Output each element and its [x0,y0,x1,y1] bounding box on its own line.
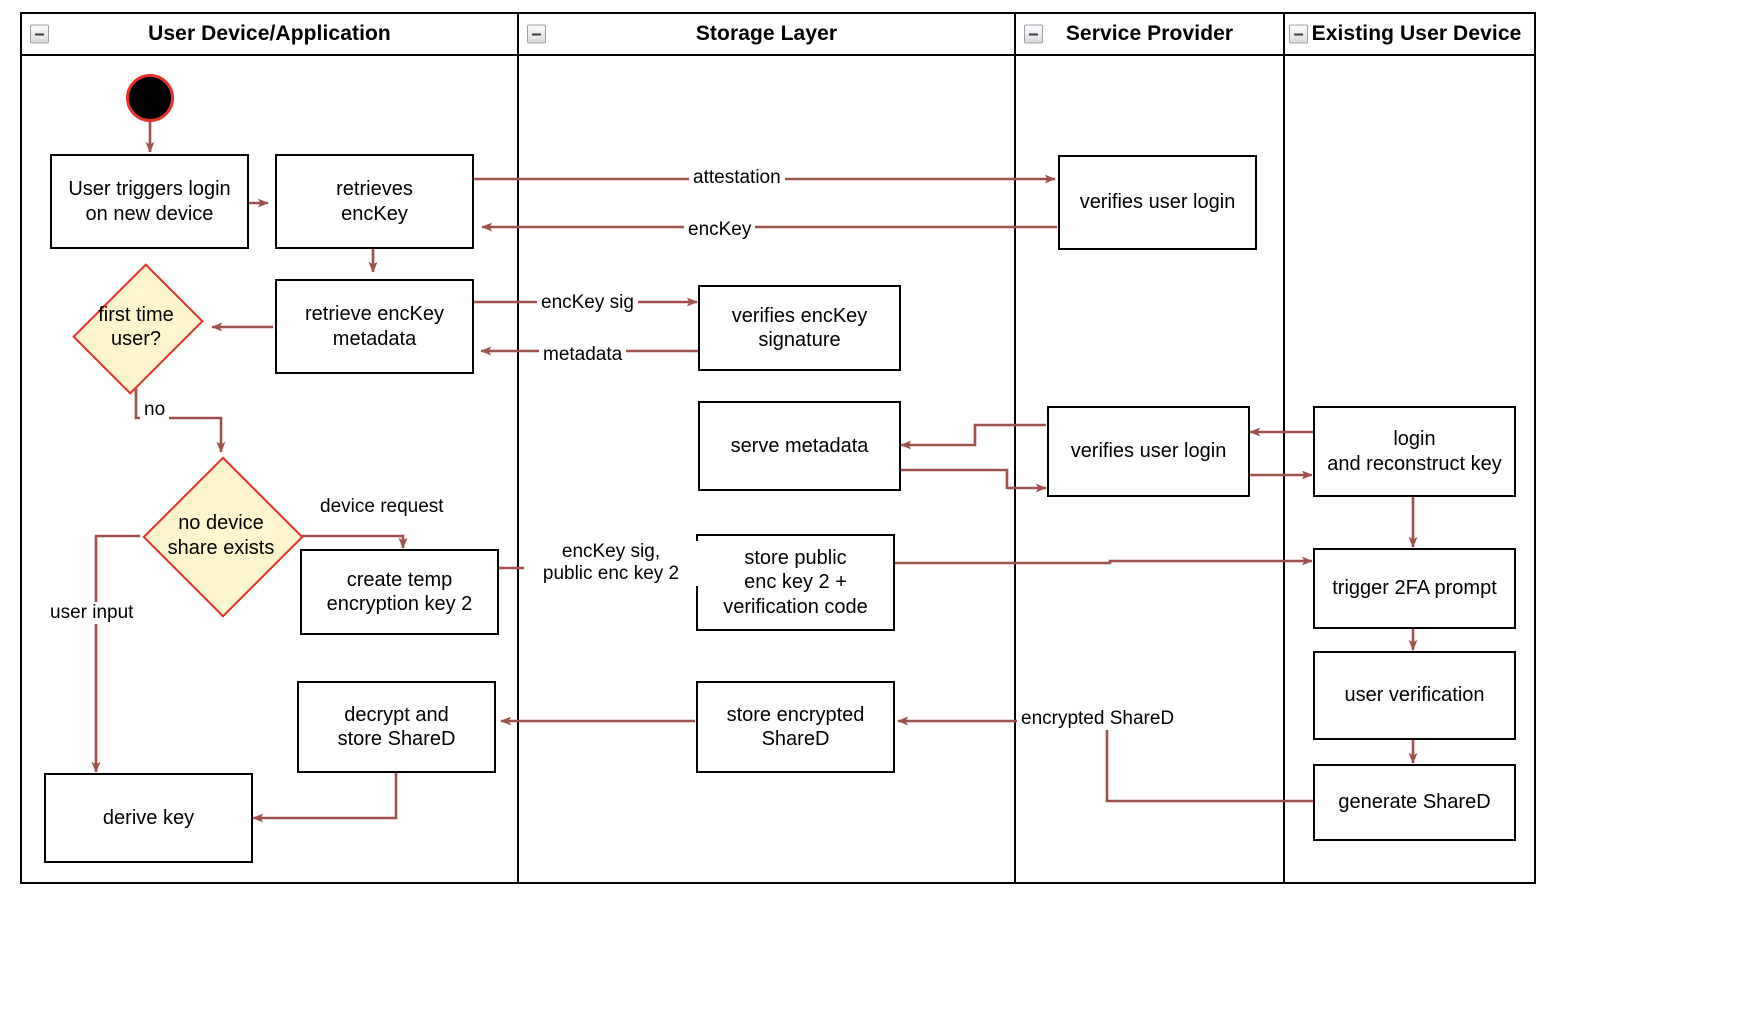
lane-title-service: Service Provider [1065,22,1234,45]
node-verifies-user-login-1[interactable]: verifies user login [1058,155,1257,250]
edge-label-attestation: attestation [689,167,785,190]
minus-icon[interactable] [1289,24,1308,44]
node-generate-shared[interactable]: generate ShareD [1313,764,1516,841]
edge-label-enckey-sig: encKey sig [537,292,638,315]
edge-label-enckey-sig-public-key: encKey sig,public enc key 2 [524,541,698,586]
lane-header-user-device[interactable]: User Device/Application [20,12,519,56]
node-user-verification[interactable]: user verification [1313,651,1516,740]
node-trigger-2fa-prompt[interactable]: trigger 2FA prompt [1313,548,1516,629]
edge-label-metadata: metadata [539,344,627,367]
lane-title-existing-device: Existing User Device [1311,22,1522,45]
lane-title-user-device: User Device/Application [148,22,391,45]
lane-header-storage[interactable]: Storage Layer [517,12,1016,56]
minus-icon[interactable] [30,24,49,44]
initial-node [126,74,174,122]
lane-title-storage: Storage Layer [695,22,838,45]
node-verifies-user-login-2[interactable]: verifies user login [1047,406,1250,497]
edge-label-user-input: user input [46,602,138,625]
edge-label-encrypted-shared: encrypted ShareD [1017,708,1179,731]
node-serve-metadata[interactable]: serve metadata [698,401,901,491]
edge-label-enckey: encKey [684,219,756,242]
node-derive-key[interactable]: derive key [44,773,253,863]
minus-icon[interactable] [527,24,546,44]
minus-icon[interactable] [1024,24,1043,44]
edge-label-no: no [140,399,170,422]
lane-header-existing-device[interactable]: Existing User Device [1283,12,1536,56]
lane-header-service[interactable]: Service Provider [1014,12,1285,56]
edge-label-device-request: device request [316,496,448,519]
